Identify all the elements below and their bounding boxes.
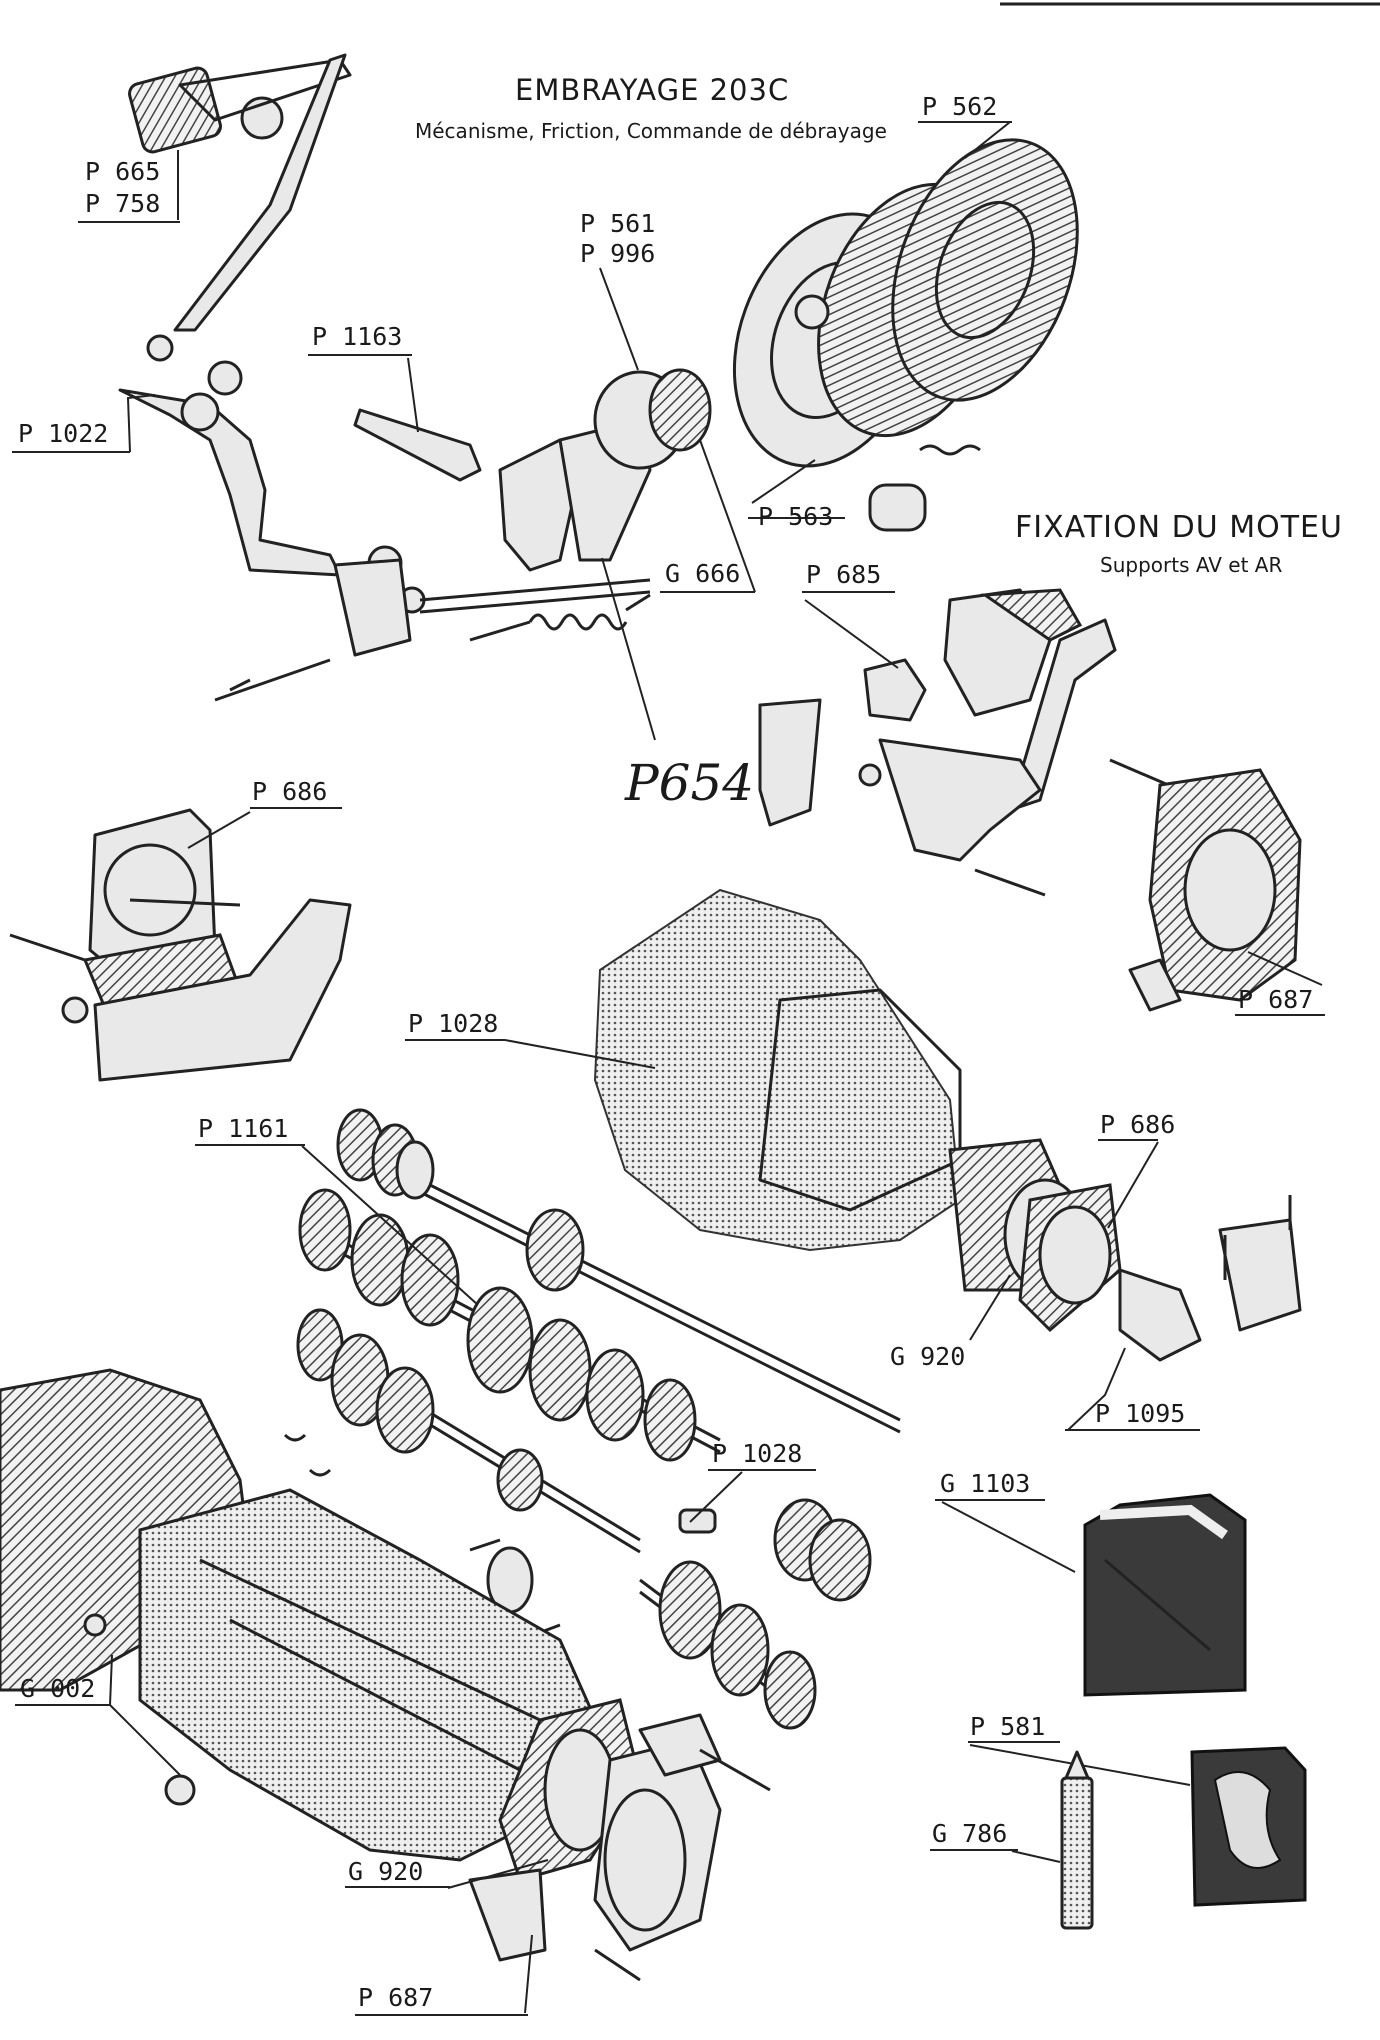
label-p686-top: P 686 (252, 777, 327, 806)
gear-shaft-icon (296, 1108, 901, 1730)
label-p1028-low: P 1028 (712, 1439, 802, 1468)
g1103-leader (941, 1501, 1076, 1573)
p1161-leader (301, 1145, 479, 1306)
p686-mid-leader (1107, 1141, 1159, 1229)
spring-icon (469, 593, 651, 642)
p1022-leader (126, 394, 156, 453)
p687-low-leader (524, 1934, 533, 2014)
label-p686-mid: P 686 (1100, 1110, 1175, 1139)
p562-leader (964, 121, 1011, 159)
label-p685: P 685 (806, 560, 881, 589)
mount-bracket-icon (9, 808, 352, 1082)
label-g786: G 786 (932, 1819, 1007, 1848)
g786-leader (1011, 1850, 1061, 1863)
label-p1095: P 1095 (1095, 1399, 1185, 1428)
label-p996: P 996 (580, 239, 655, 268)
label-g920-mid: G 920 (890, 1342, 965, 1371)
clutch-title: EMBRAYAGE 203C (515, 73, 789, 107)
label-p1163: P 1163 (312, 322, 402, 351)
p686-top-leader (187, 811, 251, 849)
label-p1161: P 1161 (198, 1114, 288, 1143)
label-p687-low: P 687 (358, 1983, 433, 2012)
g920-low-leader (447, 1859, 549, 1889)
label-g002: G 002 (20, 1674, 95, 1703)
label-p1022: P 1022 (18, 419, 108, 448)
label-p654-handwritten: P654 (624, 754, 754, 812)
g920-mid-leader (969, 1274, 1011, 1341)
label-g920-low: G 920 (348, 1857, 423, 1886)
label-p563: P 563 (758, 502, 833, 531)
p1028-top-leader (504, 1039, 656, 1069)
clutch-disc-icon (868, 138, 1079, 532)
label-p581: P 581 (970, 1712, 1045, 1741)
oil-can-icon (1083, 1493, 1247, 1697)
label-p562: P 562 (922, 92, 997, 121)
label-p665: P 665 (85, 157, 160, 186)
p1095-leader (1067, 1347, 1126, 1431)
label-g1103: G 1103 (940, 1469, 1030, 1498)
mount-title: FIXATION DU MOTEU (1015, 510, 1343, 545)
p563-leader (751, 459, 816, 504)
p687-top-leader (1247, 951, 1323, 986)
g002-leader (109, 1654, 181, 1776)
label-p758: P 758 (85, 189, 160, 218)
pedal-icon (118, 53, 352, 577)
gearbox-icon (593, 888, 1302, 1362)
label-p561: P 561 (580, 209, 655, 238)
p1028-low-leader (689, 1471, 743, 1523)
p561-leader (599, 267, 639, 371)
clutch-subtitle: Mécanisme, Friction, Commande de débraya… (415, 119, 887, 143)
label-p1028-top: P 1028 (408, 1009, 498, 1038)
gasket-pack-icon (1190, 1746, 1307, 1907)
label-p687-top: P 687 (1238, 985, 1313, 1014)
p685-leader (804, 599, 899, 669)
mount-subtitle: Supports AV et AR (1100, 553, 1282, 577)
grease-tube-icon (1060, 1750, 1094, 1930)
mount-bracket-icon (758, 588, 1302, 1012)
p1163-leader (407, 357, 419, 433)
label-g666: G 666 (665, 559, 740, 588)
gearbox-icon (0, 1368, 771, 1982)
g666-leader (699, 439, 756, 593)
